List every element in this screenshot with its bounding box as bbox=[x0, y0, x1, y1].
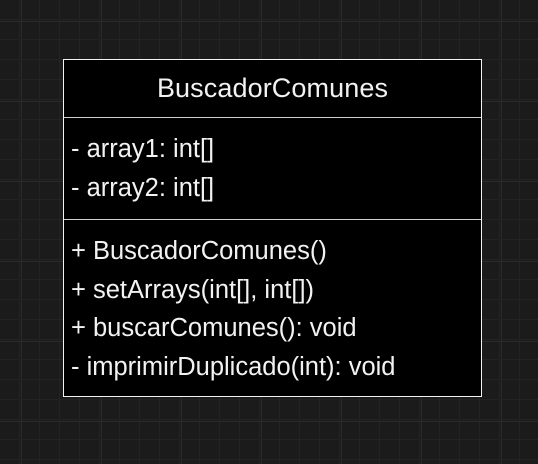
method-row: + buscarComunes(): void bbox=[71, 314, 357, 342]
uml-class-box[interactable]: BuscadorComunes - array1: int[] - array2… bbox=[63, 59, 482, 397]
class-divider-bottom bbox=[64, 219, 481, 220]
methods-section: + BuscadorComunes() + setArrays(int[], i… bbox=[64, 220, 481, 386]
attribute-row: - array2: int[] bbox=[71, 173, 215, 202]
attributes-section: - array1: int[] - array2: int[] bbox=[64, 118, 481, 219]
method-row: - imprimirDuplicado(int): void bbox=[71, 352, 396, 381]
class-name: BuscadorComunes bbox=[156, 73, 389, 103]
attribute-row: - array1: int[] bbox=[71, 135, 215, 163]
method-row: + BuscadorComunes() bbox=[71, 237, 327, 265]
method-row: + setArrays(int[], int[]) bbox=[71, 275, 315, 304]
class-divider-top bbox=[64, 117, 481, 118]
